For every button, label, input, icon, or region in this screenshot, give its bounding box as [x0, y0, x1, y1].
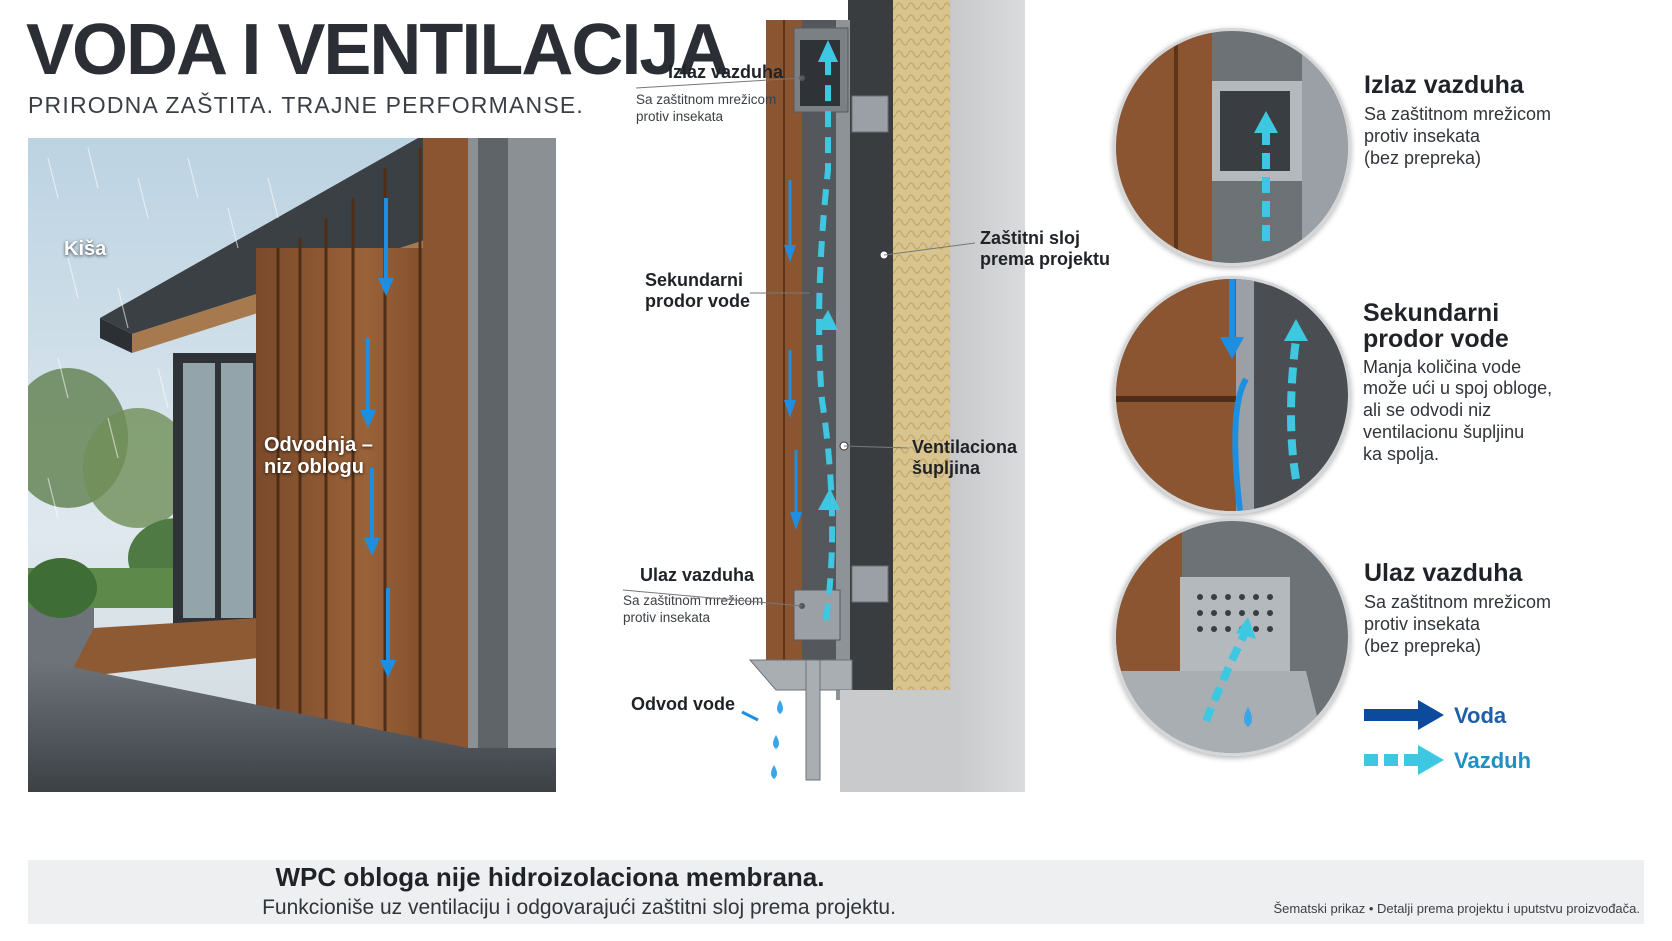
callout-secondary-water: Sekundarni prodor vode [645, 270, 751, 311]
detail-inlet-title: Ulaz vazduha [1364, 559, 1523, 587]
cavity-water-arrows [741, 180, 802, 722]
facade-photo-svg [28, 138, 556, 792]
callout-air-outlet: Izlaz vazduha Sa zaštitnom mrežicom prot… [636, 62, 783, 126]
detail-circle-outlet [1113, 28, 1351, 266]
drain-label: Odvodnja – niz oblogu [264, 434, 373, 478]
footer-main-text: WPC obloga nije hidroizolaciona membrana… [275, 862, 825, 892]
callout-air-outlet-title: Izlaz vazduha [668, 62, 784, 82]
water-drain-arrows [360, 198, 396, 678]
detail-secondary-water-svg [1116, 279, 1348, 511]
legend-air-label: Vazduh [1454, 748, 1532, 773]
wood-cladding-boards [256, 138, 476, 758]
legend-water-label: Voda [1454, 703, 1507, 728]
page-title: VODA I VENTILACIJA [26, 10, 729, 90]
detail-circle-secondary-water [1113, 276, 1351, 514]
detail-text-secondary-water: Sekundarni prodor vode Manja količina vo… [1363, 300, 1552, 466]
legend-water-arrow-icon [1364, 700, 1444, 730]
detail-outlet-text: Sa zaštitnom mrežicom protiv insekata (b… [1364, 104, 1552, 169]
detail-circle-inlet [1113, 518, 1351, 756]
footer-sub-text: Funkcioniše uz ventilaciju i odgovarajuć… [262, 896, 896, 919]
detail-inlet-text: Sa zaštitnom mrežicom protiv insekata (b… [1364, 592, 1552, 657]
wall-section-diagram [740, 0, 1030, 792]
detail-outlet-title: Izlaz vazduha [1364, 71, 1524, 99]
page-subtitle: PRIRODNA ZAŠTITA. TRAJNE PERFORMANSE. [28, 92, 585, 118]
facade-photo-illustration: Kiša Odvodnja – niz oblogu [28, 138, 556, 792]
callout-water-drain: Odvod vode [631, 694, 736, 714]
callout-air-inlet: Ulaz vazduha Sa zaštitnom mrežicom proti… [623, 565, 763, 627]
air-flow-arrows [816, 40, 840, 621]
rain-label: Kiša [64, 238, 107, 260]
water-drops [771, 700, 783, 779]
footer-band [28, 860, 1644, 924]
detail-outlet-svg [1116, 31, 1348, 263]
legend-air-arrow-icon [1364, 745, 1444, 775]
callout-ventilation-cavity: Ventilaciona šupljina [912, 437, 1018, 478]
callout-protective-layer: Zaštitni sloj prema projektu [980, 228, 1111, 269]
detail-text-inlet: Ulaz vazduha Sa zaštitnom mrežicom proti… [1364, 560, 1551, 658]
callout-air-inlet-sub: Sa zaštitnom mrežicom protiv insekata [623, 592, 764, 626]
callout-air-outlet-sub: Sa zaštitnom mrežicom protiv insekata [636, 91, 777, 125]
callout-air-inlet-title: Ulaz vazduha [640, 565, 755, 585]
detail-secondary-water-title: Sekundarni prodor vode [1363, 299, 1509, 354]
wall-section-svg [741, 0, 1025, 792]
detail-inlet-svg [1116, 521, 1348, 753]
legend: Voda Vazduh [1364, 696, 1564, 786]
detail-text-outlet: Izlaz vazduha Sa zaštitnom mrežicom prot… [1364, 72, 1551, 170]
footer-note: Šematski prikaz • Detalji prema projektu… [1273, 901, 1640, 916]
detail-secondary-water-text: Manja količina vode može ući u spoj oblo… [1363, 356, 1553, 465]
